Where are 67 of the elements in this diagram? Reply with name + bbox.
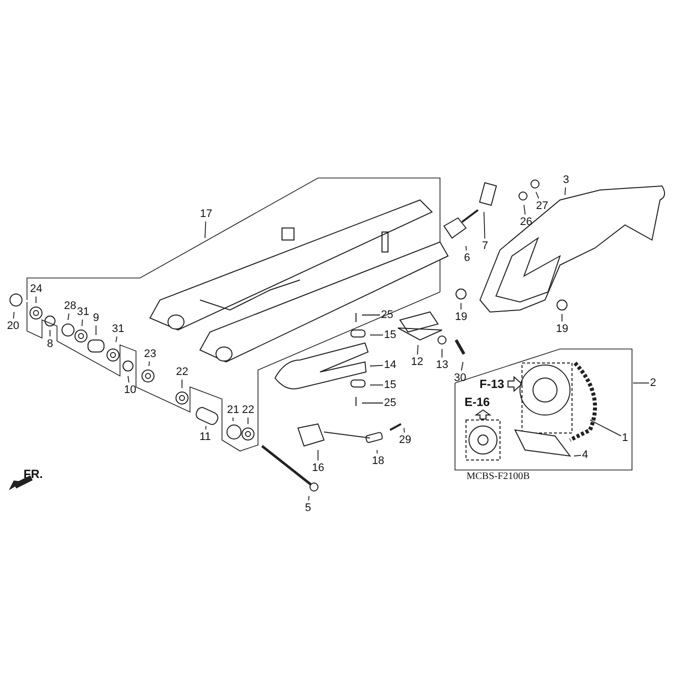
leader-line: [564, 187, 566, 196]
leader-line: [524, 204, 526, 215]
callout-number: 3: [563, 174, 570, 186]
callout-number: 8: [47, 338, 54, 350]
leader-line: [460, 302, 462, 310]
callout-number: 26: [520, 216, 532, 228]
leader-line: [484, 212, 486, 239]
callout-number: 10: [124, 384, 136, 396]
callout-number: 15: [384, 378, 396, 392]
leader-line: [205, 426, 206, 430]
leader-line: [417, 344, 418, 355]
callout-number: 20: [7, 320, 20, 332]
callout-number: 22: [242, 404, 254, 416]
callout-number: 15: [384, 328, 396, 342]
leader-line: [370, 384, 384, 386]
leader-line: [148, 361, 150, 366]
leader-line: [13, 312, 14, 319]
leader-line: [308, 496, 310, 501]
callout-number: 18: [372, 454, 384, 468]
leader-line: [362, 402, 384, 404]
leader-line: [536, 192, 540, 199]
reference-label: E-16: [464, 395, 490, 409]
drawing-code: MCBS-F2100B: [466, 470, 530, 484]
callout-number: 1: [622, 432, 628, 444]
callout-number: 22: [176, 366, 188, 378]
callout-number: 23: [144, 348, 156, 360]
callout-number: 27: [536, 200, 548, 212]
callout-number: 31: [77, 306, 90, 318]
leader-line: [376, 450, 378, 454]
leader-line: [590, 420, 622, 436]
callout-number: 14: [384, 358, 396, 372]
callout-number: 16: [312, 462, 324, 474]
callout-number: 9: [93, 312, 100, 324]
leader-line: [404, 428, 405, 433]
leader-line: [232, 417, 234, 422]
callout-number: 13: [436, 358, 448, 372]
callout-number: 31: [112, 322, 124, 336]
callout-number: 5: [305, 502, 312, 514]
callout-number: 19: [455, 310, 468, 324]
leader-line: [632, 382, 650, 384]
reference-label: F-13: [480, 377, 504, 391]
leader-line: [82, 319, 83, 326]
leader-line: [128, 376, 130, 383]
callout-number: 7: [482, 240, 488, 252]
callout-number: 4: [582, 448, 588, 462]
callout-number: 2: [650, 376, 656, 390]
callout-number: 19: [556, 322, 568, 336]
leader-line: [68, 313, 70, 320]
callout-number: 24: [30, 282, 42, 296]
leader-line: [466, 246, 467, 251]
leader-line: [370, 364, 384, 366]
callout-number: 12: [411, 356, 424, 368]
leader-line: [370, 334, 384, 336]
callout-number: 29: [399, 434, 412, 446]
callout-number: 17: [200, 208, 212, 220]
direction-label: FR.: [24, 467, 43, 481]
callout-number: 25: [384, 396, 396, 410]
callout-number: 21: [227, 404, 240, 416]
leader-line: [460, 362, 464, 371]
leader-line: [204, 221, 206, 238]
callout-number: 6: [464, 252, 470, 264]
callout-number: 30: [454, 372, 466, 384]
leader-line: [574, 454, 582, 456]
leader-line: [116, 336, 118, 342]
callout-number: 28: [64, 300, 76, 312]
callout-number: 11: [200, 430, 211, 444]
leader-line: [362, 314, 380, 316]
